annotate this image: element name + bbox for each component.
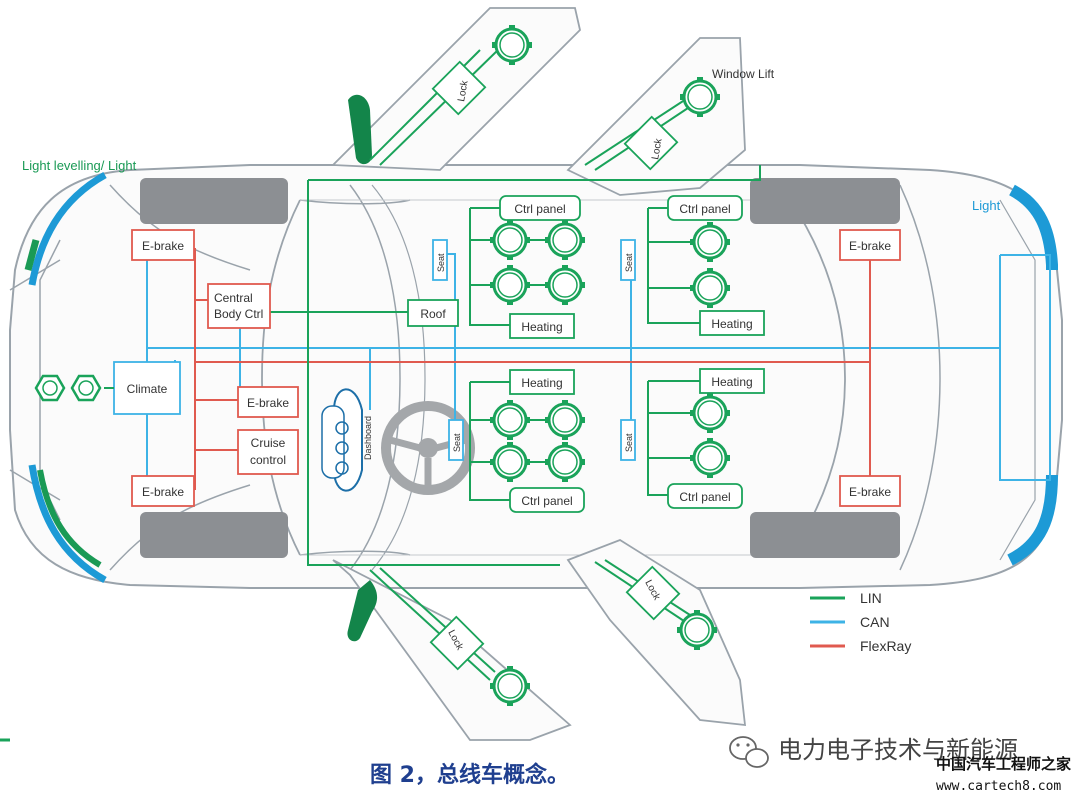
- ebrake-label: E-brake: [142, 239, 184, 253]
- figure-caption: 图 2，总线车概念。: [370, 762, 569, 788]
- light-levelling-label: Light levelling/ Light: [22, 158, 137, 173]
- legend-flexray-label: FlexRay: [860, 638, 911, 654]
- ctrl-panel-label: Ctrl panel: [679, 202, 730, 216]
- central-label-2: Body Ctrl: [214, 307, 263, 321]
- ebrake-center: E-brake: [237, 386, 299, 418]
- seat-motors-front-left: [488, 218, 587, 307]
- climate-fan-icon: [34, 374, 66, 402]
- dashboard-label: Dashboard: [363, 416, 373, 460]
- taillight-left: [1008, 184, 1058, 270]
- lock-label: Lock: [456, 79, 471, 103]
- cruise-control: Cruise control: [237, 429, 299, 475]
- heating-label: Heating: [521, 320, 562, 334]
- tire-front-right: [140, 512, 288, 558]
- ctrl-panel-front-left: Ctrl panel: [499, 195, 581, 221]
- seat-front-right: Seat: [448, 419, 464, 461]
- roof-unit: Roof: [407, 299, 459, 327]
- door-rear-right: [566, 538, 747, 727]
- ctrl-panel-label: Ctrl panel: [514, 202, 565, 216]
- ebrake-rear-left: E-brake: [839, 229, 901, 261]
- taillight-right: [1007, 474, 1058, 566]
- ebrake-front-right: E-brake: [131, 475, 195, 507]
- tire-rear-right: [750, 512, 900, 558]
- mirror-left: [348, 94, 372, 165]
- heating-rear-left: Heating: [699, 310, 765, 336]
- seat-label: Seat: [624, 253, 634, 272]
- seat-label: Seat: [452, 433, 462, 452]
- wechat-icon: [729, 736, 769, 768]
- headlight-right: [28, 464, 107, 584]
- central-body-ctrl: Central Body Ctrl: [207, 283, 271, 329]
- ebrake-front-left: E-brake: [131, 229, 195, 261]
- heating-front-right: Heating: [509, 369, 575, 395]
- tire-rear-left: [750, 178, 900, 224]
- heating-front-left: Heating: [509, 313, 575, 339]
- tire-front-left: [140, 178, 288, 224]
- ctrl-panel-front-right: Ctrl panel: [509, 487, 585, 513]
- seat-rear-right: Seat: [620, 419, 636, 461]
- rear-light-label: Light: [972, 198, 1001, 213]
- headlight-left: [28, 171, 107, 286]
- door-rear-left: [566, 37, 746, 196]
- door-rear-left-modules: Lock Window Lift: [623, 67, 775, 171]
- mirror-right: [347, 580, 378, 642]
- seat-motors-front-right: [488, 398, 587, 484]
- site-url: www.cartech8.com: [936, 779, 1061, 794]
- watermark: 电力电子技术与新能源: [729, 736, 1018, 768]
- site-name: 中国汽车工程师之家: [936, 755, 1071, 773]
- heating-rear-right: Heating: [699, 368, 765, 394]
- tires: [140, 178, 900, 558]
- seat-rear-left: Seat: [620, 239, 636, 281]
- ebrake-label: E-brake: [849, 239, 891, 253]
- legend: LIN CAN FlexRay: [810, 590, 911, 654]
- ebrake-label: E-brake: [849, 485, 891, 499]
- heating-label: Heating: [711, 375, 752, 389]
- seat-label: Seat: [436, 253, 446, 272]
- legend-can-label: CAN: [860, 614, 890, 630]
- dashboard: Dashboard: [321, 388, 373, 492]
- climate-unit: Climate: [34, 361, 181, 415]
- lock-label: Lock: [650, 137, 665, 161]
- climate-label: Climate: [127, 382, 168, 396]
- window-lift-label: Window Lift: [712, 67, 775, 81]
- legend-lin-label: LIN: [860, 590, 882, 606]
- seat-label: Seat: [624, 433, 634, 452]
- climate-fan-icon: [70, 374, 102, 402]
- central-label-1: Central: [214, 291, 253, 305]
- ebrake-rear-right: E-brake: [839, 475, 901, 507]
- seat-front-left: Seat: [432, 239, 448, 281]
- heating-label: Heating: [711, 317, 752, 331]
- ebrake-label: E-brake: [247, 396, 289, 410]
- ctrl-panel-rear-right: Ctrl panel: [667, 483, 743, 509]
- cruise-label-1: Cruise: [251, 436, 286, 450]
- door-rear-right-modules: Lock: [625, 565, 719, 652]
- ebrake-label: E-brake: [142, 485, 184, 499]
- ctrl-panel-rear-left: Ctrl panel: [667, 195, 743, 221]
- heating-label: Heating: [521, 376, 562, 390]
- ctrl-panel-label: Ctrl panel: [679, 490, 730, 504]
- door-front-left-modules: Lock: [431, 23, 534, 116]
- cruise-label-2: control: [250, 453, 286, 467]
- roof-label: Roof: [420, 307, 446, 321]
- watermark-text: 电力电子技术与新能源: [778, 736, 1018, 764]
- ctrl-panel-label: Ctrl panel: [521, 494, 572, 508]
- lights: [24, 171, 1058, 584]
- door-front-right-modules: Lock: [429, 615, 532, 708]
